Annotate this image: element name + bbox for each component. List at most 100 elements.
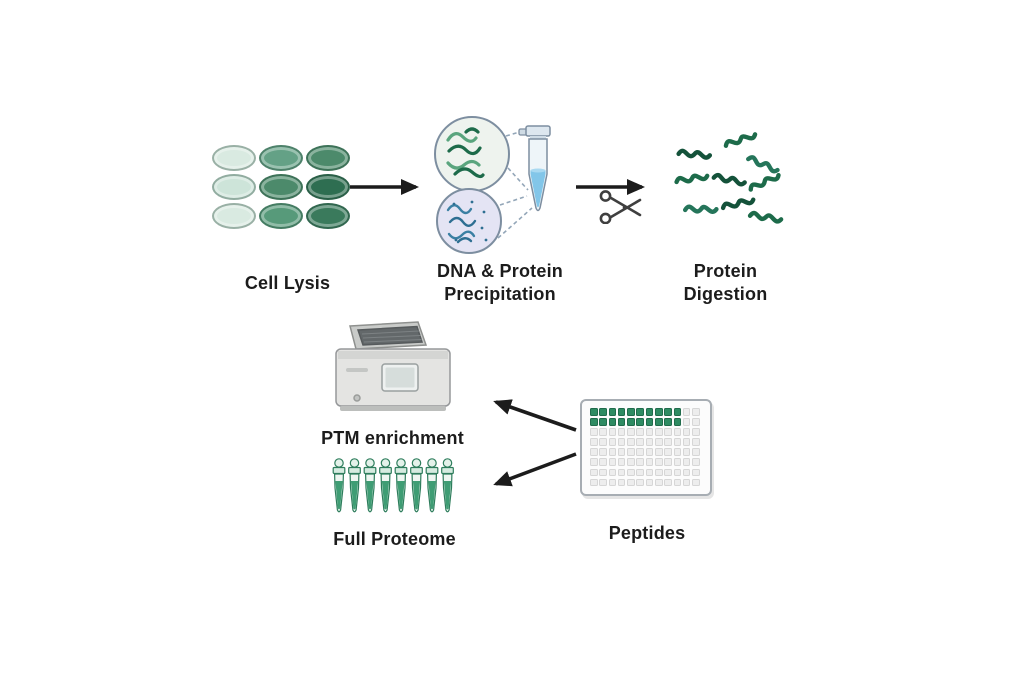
arrow-to-ptm-icon (493, 399, 577, 432)
well (627, 468, 635, 477)
ptm-machine-icon (335, 321, 451, 411)
well (590, 438, 598, 446)
digestion-label: Protein Digestion (648, 260, 803, 306)
well (627, 408, 635, 416)
well (655, 468, 663, 477)
well (692, 478, 700, 487)
well (664, 458, 672, 466)
petri-dish-icon (306, 203, 350, 229)
well (655, 418, 663, 426)
petri-dish-icon (306, 174, 350, 200)
petri-dish-icon (259, 203, 303, 229)
well (673, 458, 682, 466)
pcr-tube-icon (425, 458, 439, 513)
well (664, 438, 672, 446)
well (608, 468, 617, 477)
well (645, 448, 654, 456)
well (645, 438, 654, 446)
well (682, 478, 691, 487)
well (617, 408, 626, 416)
well (590, 478, 598, 487)
well (664, 448, 672, 456)
cell-lysis-label: Cell Lysis (244, 273, 331, 293)
well (692, 408, 700, 416)
well (617, 448, 626, 456)
well (673, 418, 682, 426)
well (692, 438, 700, 446)
well (673, 468, 682, 477)
well (636, 418, 644, 426)
scissors-icon (599, 190, 642, 224)
pcr-tube-icon (332, 458, 346, 513)
well (627, 418, 635, 426)
digestion-label-line1: Protein (693, 261, 758, 281)
well (590, 468, 598, 477)
well (692, 458, 700, 466)
well (682, 408, 691, 416)
well (636, 448, 644, 456)
well (608, 478, 617, 487)
well (645, 418, 654, 426)
well (599, 418, 607, 426)
dna-circle-icon (436, 188, 502, 254)
well (645, 478, 654, 487)
well (692, 418, 700, 426)
precipitation-label-line2: Precipitation (444, 284, 556, 305)
well (682, 448, 691, 456)
well (655, 478, 663, 487)
well (673, 448, 682, 456)
well (673, 478, 682, 487)
well (692, 468, 700, 477)
well (599, 428, 607, 436)
well (682, 438, 691, 446)
well (599, 438, 607, 446)
petri-dish-icon (259, 174, 303, 200)
well (617, 458, 626, 466)
well (664, 418, 672, 426)
arrow-right-icon (350, 179, 419, 195)
petri-dish-grid (212, 145, 350, 229)
well (664, 408, 672, 416)
well (627, 458, 635, 466)
arrow-to-full-proteome-icon (493, 452, 577, 487)
well (645, 468, 654, 477)
well (627, 428, 635, 436)
well (599, 448, 607, 456)
well (590, 408, 598, 416)
well (655, 428, 663, 436)
precipitation-label: DNA & Protein Precipitation (415, 260, 585, 306)
petri-dish-icon (212, 203, 256, 229)
full-proteome-label: Full Proteome (333, 529, 456, 549)
well (645, 408, 654, 416)
digestion-label-line2: Digestion (683, 284, 768, 305)
well (617, 478, 626, 487)
pcr-tube-icon (441, 458, 454, 513)
pcr-tube-icon (394, 458, 408, 513)
well (590, 428, 598, 436)
well-plate-grid (582, 401, 710, 487)
tube-cap (525, 125, 551, 137)
well (645, 428, 654, 436)
well (599, 458, 607, 466)
well (636, 438, 644, 446)
well (608, 448, 617, 456)
well (645, 458, 654, 466)
well (627, 448, 635, 456)
well (627, 478, 635, 487)
well (664, 428, 672, 436)
well (655, 448, 663, 456)
well (636, 408, 644, 416)
well (608, 418, 617, 426)
well (636, 468, 644, 477)
well (664, 478, 672, 487)
ptm-enrichment-label: PTM enrichment (321, 428, 464, 448)
pcr-tube-icon (363, 458, 377, 513)
well (673, 408, 682, 416)
well (655, 438, 663, 446)
well (608, 408, 617, 416)
well (692, 448, 700, 456)
well (627, 438, 635, 446)
protein-squiggles-icon (672, 132, 784, 238)
dna-squiggles-small (446, 200, 488, 244)
